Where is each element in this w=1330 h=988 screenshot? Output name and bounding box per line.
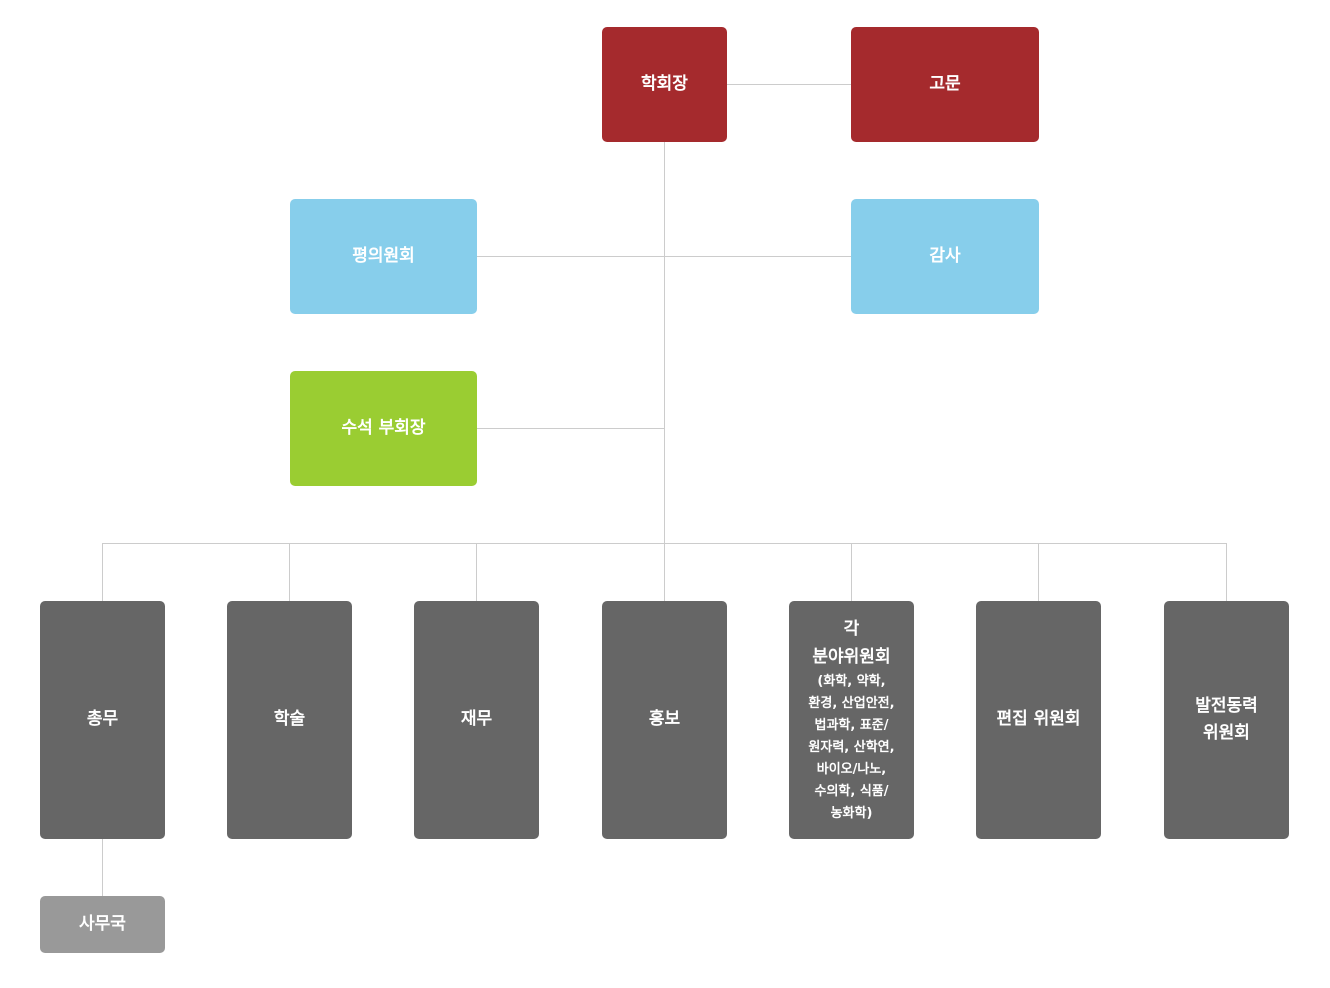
secretariat-label: 사무국 xyxy=(79,913,126,934)
connector-departments-bus xyxy=(102,543,1227,544)
council-label: 평의원회 xyxy=(352,245,415,266)
field-committees-line1: 각 xyxy=(843,619,860,639)
connector-general-secretariat xyxy=(102,838,103,896)
field-committees-detail: 환경, 산업안전, xyxy=(808,696,895,711)
connector-dept-field xyxy=(851,543,852,601)
dept-editorial-label: 편집 위원회 xyxy=(996,709,1081,730)
connector-dept-development xyxy=(1226,543,1227,601)
senior-vp-label: 수석 부회장 xyxy=(341,417,426,438)
field-committees-detail: 농화학) xyxy=(830,806,873,821)
connector-dept-general xyxy=(102,543,103,601)
president-label: 학회장 xyxy=(641,73,688,94)
dept-academic-box: 학술 xyxy=(227,601,352,839)
dept-finance-box: 재무 xyxy=(414,601,539,839)
advisor-box: 고문 xyxy=(851,27,1039,142)
field-committees-detail: 원자력, 산학연, xyxy=(808,740,895,755)
dept-pr-box: 홍보 xyxy=(602,601,727,839)
auditor-box: 감사 xyxy=(851,199,1039,314)
connector-dept-editorial xyxy=(1038,543,1039,601)
field-committees-detail: (화학, 약학, xyxy=(817,674,886,689)
dept-academic-label: 학술 xyxy=(273,709,306,730)
secretariat-box: 사무국 xyxy=(40,896,165,953)
dept-development-box: 발전동력 위원회 xyxy=(1164,601,1289,839)
president-box: 학회장 xyxy=(602,27,727,142)
field-committees-detail: 법과학, 표준/ xyxy=(814,718,889,733)
development-line1: 발전동력 xyxy=(1195,696,1258,716)
connector-dept-academic xyxy=(289,543,290,601)
dept-finance-label: 재무 xyxy=(460,709,493,730)
connector-council-auditor xyxy=(476,256,851,257)
field-committees-detail: 수의학, 식품/ xyxy=(814,784,889,799)
dept-editorial-box: 편집 위원회 xyxy=(976,601,1101,839)
development-line2: 위원회 xyxy=(1203,723,1250,743)
auditor-label: 감사 xyxy=(929,245,961,266)
dept-general-box: 총무 xyxy=(40,601,165,839)
connector-senior-vp xyxy=(476,428,664,429)
dept-field-committees-box: 각 분야위원회 (화학, 약학, 환경, 산업안전, 법과학, 표준/ 원자력,… xyxy=(789,601,914,839)
connector-dept-finance xyxy=(476,543,477,601)
council-box: 평의원회 xyxy=(290,199,477,314)
dept-pr-label: 홍보 xyxy=(648,709,681,730)
field-committees-line2: 분야위원회 xyxy=(812,647,891,667)
senior-vp-box: 수석 부회장 xyxy=(290,371,477,486)
advisor-label: 고문 xyxy=(929,73,961,94)
dept-general-label: 총무 xyxy=(86,709,119,730)
connector-main-trunk xyxy=(664,141,665,601)
field-committees-detail: 바이오/나노, xyxy=(816,762,887,777)
connector-president-advisor xyxy=(726,84,851,85)
